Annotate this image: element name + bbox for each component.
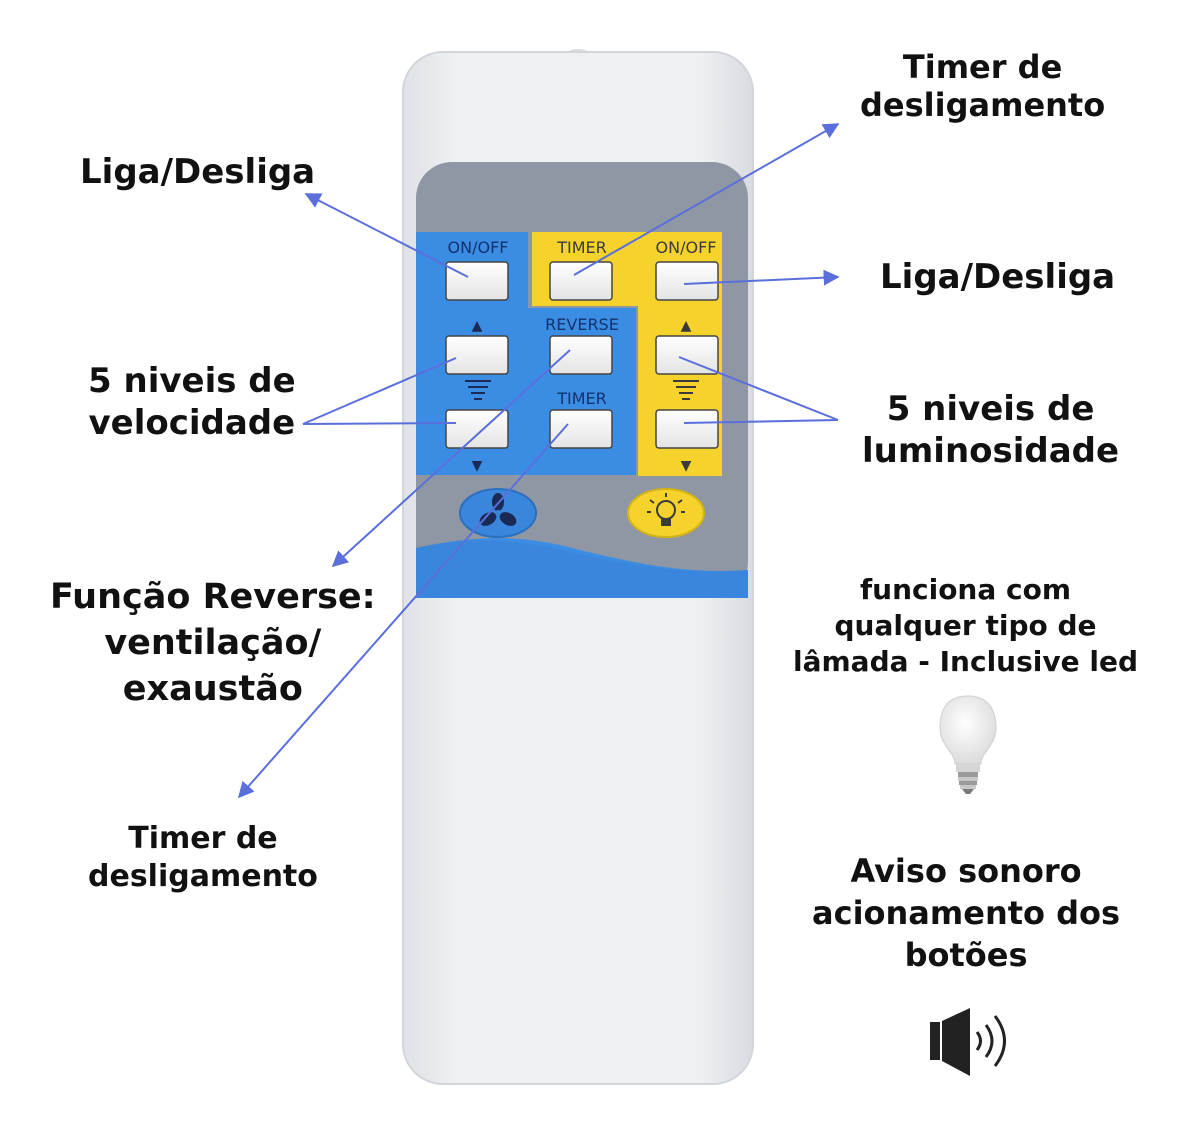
arrow-onoff-right — [683, 269, 840, 286]
right-onoff-button[interactable] — [655, 261, 719, 301]
annotation-arrows — [237, 123, 840, 799]
arrow-timer-bottom — [237, 423, 569, 799]
reverse-button[interactable] — [549, 335, 613, 375]
down-right-key-label: ▼ — [681, 458, 692, 474]
timer-mid-button[interactable] — [549, 409, 613, 449]
light-down-button[interactable] — [655, 409, 719, 449]
arrow-reverse — [331, 349, 571, 568]
arrow-speed-up — [302, 357, 457, 425]
arrow-speed-down — [302, 422, 457, 425]
arrow-timer-top — [573, 123, 840, 276]
left-onoff-button[interactable] — [445, 261, 509, 301]
lightbulb-icon[interactable] — [627, 488, 705, 538]
remote-control — [402, 49, 754, 1085]
label-liga-desliga-left: Liga/Desliga — [80, 152, 316, 192]
label-lamp-compatibility: funciona com qualquer tipo de lâmada - I… — [793, 573, 1138, 678]
down-left-key-label: ▼ — [472, 458, 483, 474]
up-left-key-label: ▲ — [472, 318, 483, 334]
label-speed-levels: 5 niveis de velocidade — [88, 361, 296, 443]
label-luminosity-levels: 5 niveis de luminosidade — [862, 389, 1120, 471]
timer-mid-key-label: TIMER — [556, 389, 607, 408]
timer-top-key-label: TIMER — [556, 238, 607, 257]
speaker-sound-icon — [930, 1008, 1006, 1076]
right-onoff-key-label: ON/OFF — [656, 238, 717, 257]
left-onoff-key-label: ON/OFF — [448, 238, 509, 257]
label-timer-bottom: Timer de desligamento — [88, 821, 318, 894]
label-liga-desliga-right: Liga/Desliga — [880, 257, 1116, 297]
label-timer-top: Timer de desligamento — [860, 48, 1106, 124]
light-levels-icon — [673, 380, 699, 400]
led-bulb-icon — [939, 695, 997, 794]
fan-speed-levels-icon — [465, 380, 491, 400]
up-right-key-label: ▲ — [681, 318, 692, 334]
speed-up-button[interactable] — [445, 335, 509, 375]
reverse-key-label: REVERSE — [545, 315, 619, 334]
arrow-onoff-left — [304, 193, 469, 278]
fan-icon[interactable] — [459, 488, 537, 538]
timer-top-button[interactable] — [549, 261, 613, 301]
label-sound-notice: Aviso sonoro acionamento dos botões — [812, 852, 1121, 974]
arrow-light-up — [678, 356, 839, 421]
label-reverse-function: Função Reverse: ventilação/ exaustão — [50, 577, 376, 709]
arrow-light-down — [683, 419, 839, 424]
light-up-button[interactable] — [655, 335, 719, 375]
